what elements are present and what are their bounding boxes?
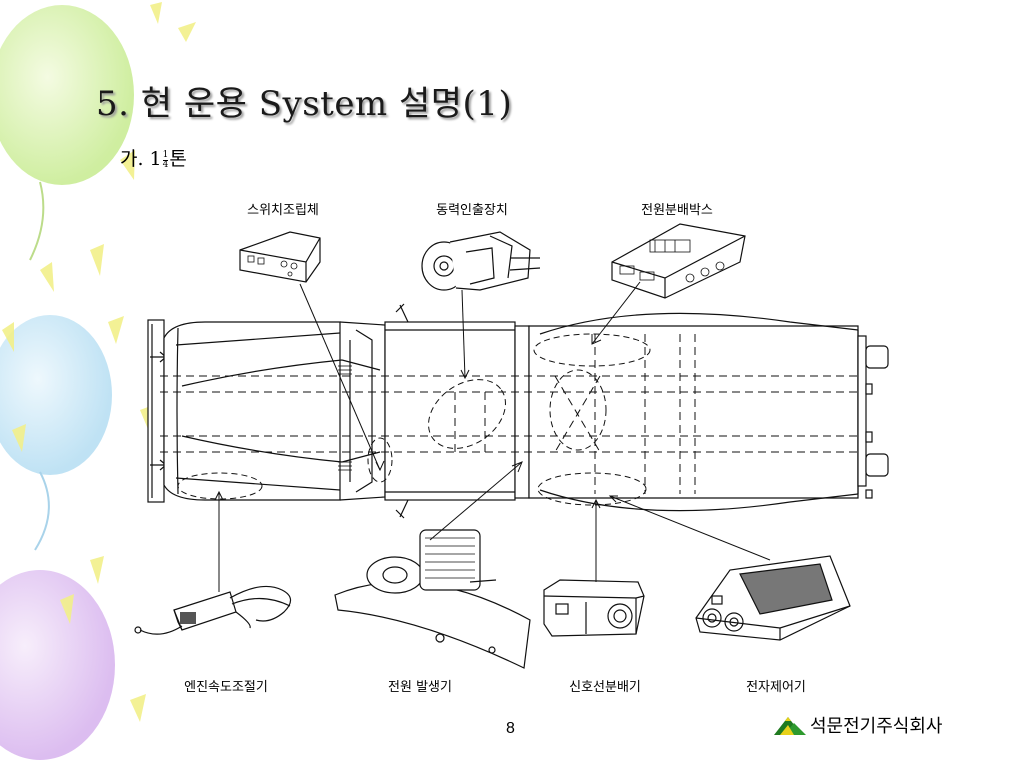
label-power-distribution-box: 전원분배박스 (641, 203, 713, 218)
slide-title: 5. 현 운용 System 설명(1) (96, 84, 513, 124)
company-footer: 석문전기주식회사 (772, 712, 942, 738)
switch-assembly-pictogram (239, 231, 321, 283)
electronic-controller-pictogram (695, 555, 851, 641)
company-name: 석문전기주식회사 (810, 716, 943, 737)
page-number: 8 (506, 720, 515, 737)
purple-balloon (0, 570, 115, 760)
vehicle-top-view (147, 303, 889, 519)
blue-balloon (0, 315, 112, 551)
label-power-generator: 전원 발생기 (388, 680, 452, 695)
label-electronic-controller: 전자제어기 (746, 680, 806, 695)
power-takeoff-pictogram (421, 231, 541, 291)
signal-distributor-pictogram (543, 579, 645, 637)
label-switch-assembly: 스위치조립체 (247, 203, 319, 218)
subtitle-prefix: 가. 1 (120, 148, 162, 170)
leader-lines (214, 281, 771, 592)
power-generator-pictogram (334, 529, 531, 669)
fraction-numerator: 1 (162, 149, 169, 161)
green-balloon (0, 5, 134, 261)
yellow-rays (2, 2, 196, 722)
label-signal-distributor: 신호선분배기 (569, 680, 641, 695)
power-distribution-box-pictogram (611, 223, 746, 299)
engine-speed-controller-pictogram (134, 585, 292, 635)
label-engine-speed-controller: 엔진속도조절기 (184, 680, 268, 695)
subtitle-suffix: 톤 (169, 148, 187, 170)
label-power-takeoff: 동력인출장치 (436, 203, 508, 218)
fraction-denominator: 4 (162, 159, 169, 170)
mountain-logo-icon (774, 717, 806, 735)
